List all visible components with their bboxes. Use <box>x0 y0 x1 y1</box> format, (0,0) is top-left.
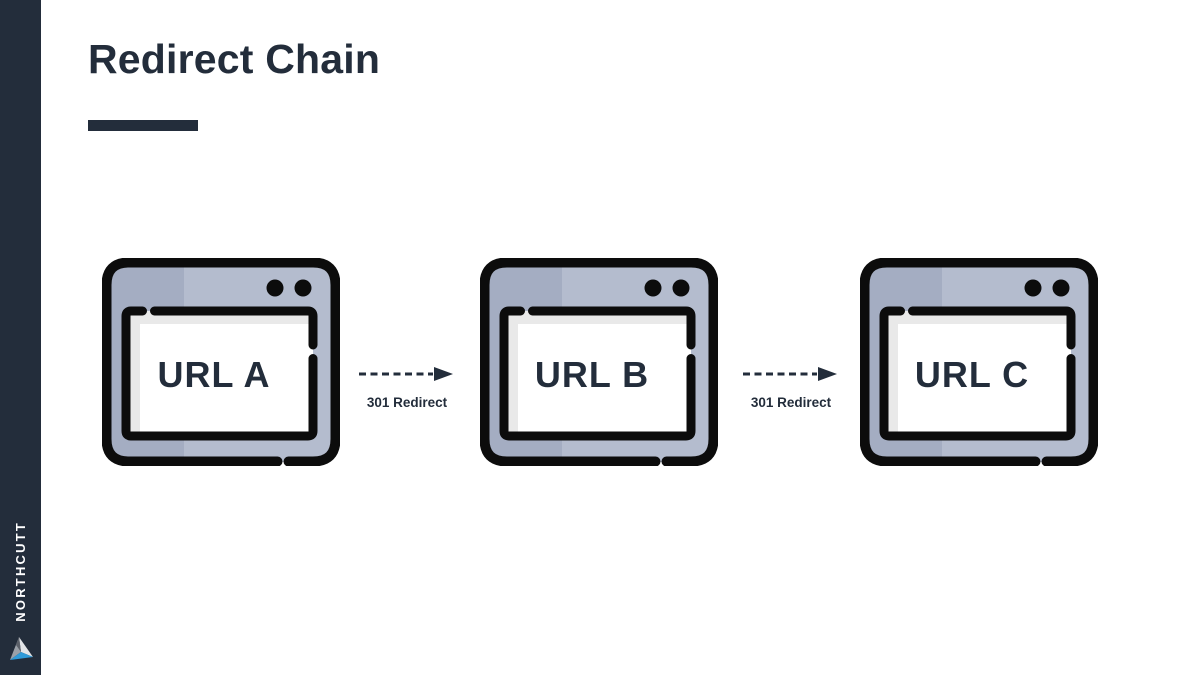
redirect-label: 301 Redirect <box>750 395 832 410</box>
brand-name: NORTHCUTT <box>13 521 28 622</box>
redirect-label: 301 Redirect <box>366 395 448 410</box>
page-title: Redirect Chain <box>88 36 381 82</box>
url-label: URL C <box>914 354 1030 395</box>
dashed-arrow-right-icon <box>359 367 453 381</box>
url-node-a: URL A <box>102 258 340 466</box>
redirect-connector-2: 301 Redirect <box>741 366 841 410</box>
url-label: URL A <box>157 354 271 395</box>
title-underline <box>88 120 198 131</box>
sidebar: NORTHCUTT <box>0 0 41 675</box>
northcutt-gem-logo-icon <box>9 637 33 660</box>
redirect-connector-1: 301 Redirect <box>357 366 457 410</box>
dashed-arrow-right-icon <box>743 367 837 381</box>
url-node-b: URL B <box>480 258 718 466</box>
url-node-c: URL C <box>860 258 1098 466</box>
url-label: URL B <box>534 354 650 395</box>
